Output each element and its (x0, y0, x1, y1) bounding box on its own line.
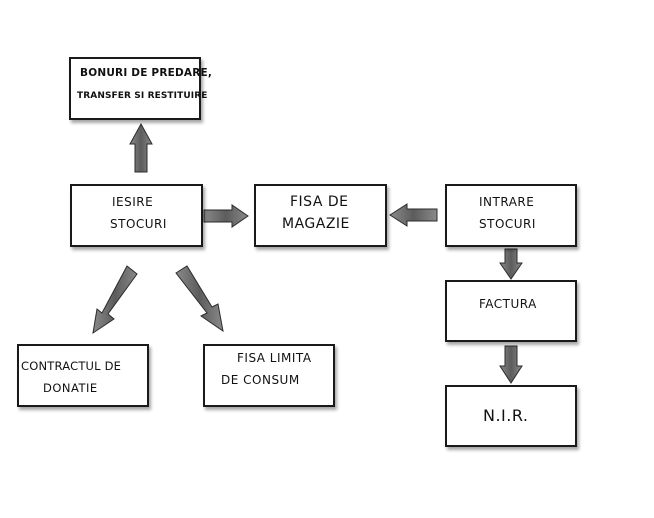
node-iesire-line2: STOCURI (110, 217, 167, 231)
node-fisa-magazie-line2: MAGAZIE (282, 216, 350, 232)
arrow-iesire-to-contractul (92, 265, 138, 335)
node-fisa-magazie-line1: FISA DE (290, 194, 349, 210)
node-iesire-stocuri: IESIRE STOCURI (70, 184, 203, 247)
node-fisa-de-magazie: FISA DE MAGAZIE (254, 184, 387, 247)
node-fisa-limita-line1: FISA LIMITA (237, 351, 312, 365)
node-fisa-limita-de-consum: FISA LIMITA DE CONSUM (203, 344, 335, 407)
node-nir: N.I.R. (445, 385, 577, 447)
node-bonuri-de-predare: BONURI DE PREDARE, TRANSFER SI RESTITUIR… (69, 57, 212, 120)
node-contractul-de-donatie: CONTRACTUL DE DONATIE (17, 344, 149, 407)
arrow-iesire-to-fisa-magazie (203, 204, 249, 228)
node-bonuri-line2: TRANSFER SI RESTITUIRE (77, 91, 208, 101)
node-bonuri-line1: BONURI DE PREDARE, (80, 67, 213, 79)
node-fisa-limita-line2: DE CONSUM (221, 373, 300, 387)
node-intrare-line2: STOCURI (479, 217, 536, 231)
arrow-factura-to-nir (499, 345, 523, 384)
arrow-intrare-to-factura (499, 248, 523, 280)
node-factura: FACTURA (445, 280, 577, 342)
node-factura-line1: FACTURA (479, 297, 537, 311)
node-intrare-stocuri: INTRARE STOCURI (445, 184, 577, 247)
node-iesire-line1: IESIRE (112, 195, 154, 209)
node-contractul-line2: DONATIE (43, 381, 98, 395)
arrow-iesire-to-fisa-limita (175, 265, 224, 333)
node-nir-line1: N.I.R. (483, 406, 529, 425)
node-contractul-line1: CONTRACTUL DE (21, 359, 122, 373)
arrow-iesire-to-bonuri (129, 122, 153, 173)
arrow-intrare-to-fisa-magazie (389, 203, 438, 227)
node-intrare-line1: INTRARE (479, 195, 535, 209)
